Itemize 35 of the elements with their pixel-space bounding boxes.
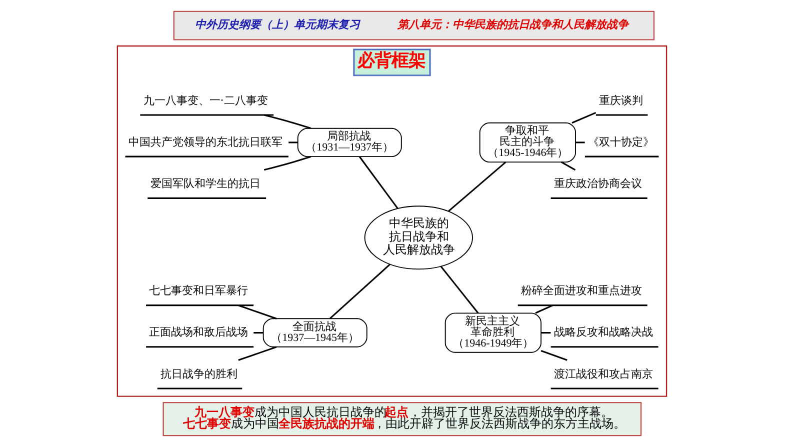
connector (358, 156, 398, 209)
connector (288, 142, 298, 144)
connector (448, 162, 506, 212)
node-box: 中外历史纲要（上）单元期末复习 第八单元：中华民族的抗日战争和人民解放战争 (173, 10, 655, 40)
connector (238, 304, 277, 320)
node-box: 九一八事变成为中国人民抗日战争的起点，并揭开了世界反法西斯战争的序幕。 七七事变成为中国全民族抗战的开端，由此开辟了世界反法西斯战争的东方主战场。 (162, 402, 642, 436)
node-box: 局部抗战 （1931—1937年） (297, 128, 402, 158)
node-text: 重庆谈判 (599, 94, 644, 107)
node-text: 七七事变和日军暴行 (149, 284, 248, 298)
node-text: 重庆政治协商会议 (554, 176, 642, 190)
node-text: 粉碎全面进攻和重点进攻 (521, 284, 642, 298)
connector (238, 346, 277, 361)
connector (535, 304, 553, 314)
connector (560, 161, 576, 171)
node-box: 争取和平民主的斗争 （1945-1946年） (479, 122, 576, 163)
connector (330, 264, 390, 320)
connector (540, 350, 568, 361)
connector (576, 142, 585, 144)
node-text: 战略反攻和战略决战 (554, 326, 653, 339)
node-ellipse: 中华民族的抗日战争和人民解放战争 (364, 206, 473, 270)
connector (541, 332, 551, 334)
connector (440, 266, 479, 314)
node-text: 正面战场和敌后战场 (149, 326, 248, 339)
node-text: 渡江战役和攻占南京 (554, 367, 653, 380)
node-text: 中国共产党领导的东北抗日联军 (128, 135, 282, 148)
node-box: 全面抗战 （1937—1945年） (262, 318, 368, 348)
node-text: 爱国军队和学生的抗日 (150, 176, 261, 190)
node-text: 九一八事变、一·二八事变 (143, 94, 268, 107)
connector (572, 112, 596, 124)
connector (264, 114, 312, 130)
node-text: 抗日战争的胜利 (160, 367, 238, 380)
node-text: 《双十协定》 (588, 135, 654, 148)
connector (254, 332, 264, 334)
node-box: 新民主主义革命胜利 （1946-1949年） (444, 312, 542, 353)
connector (264, 156, 312, 171)
